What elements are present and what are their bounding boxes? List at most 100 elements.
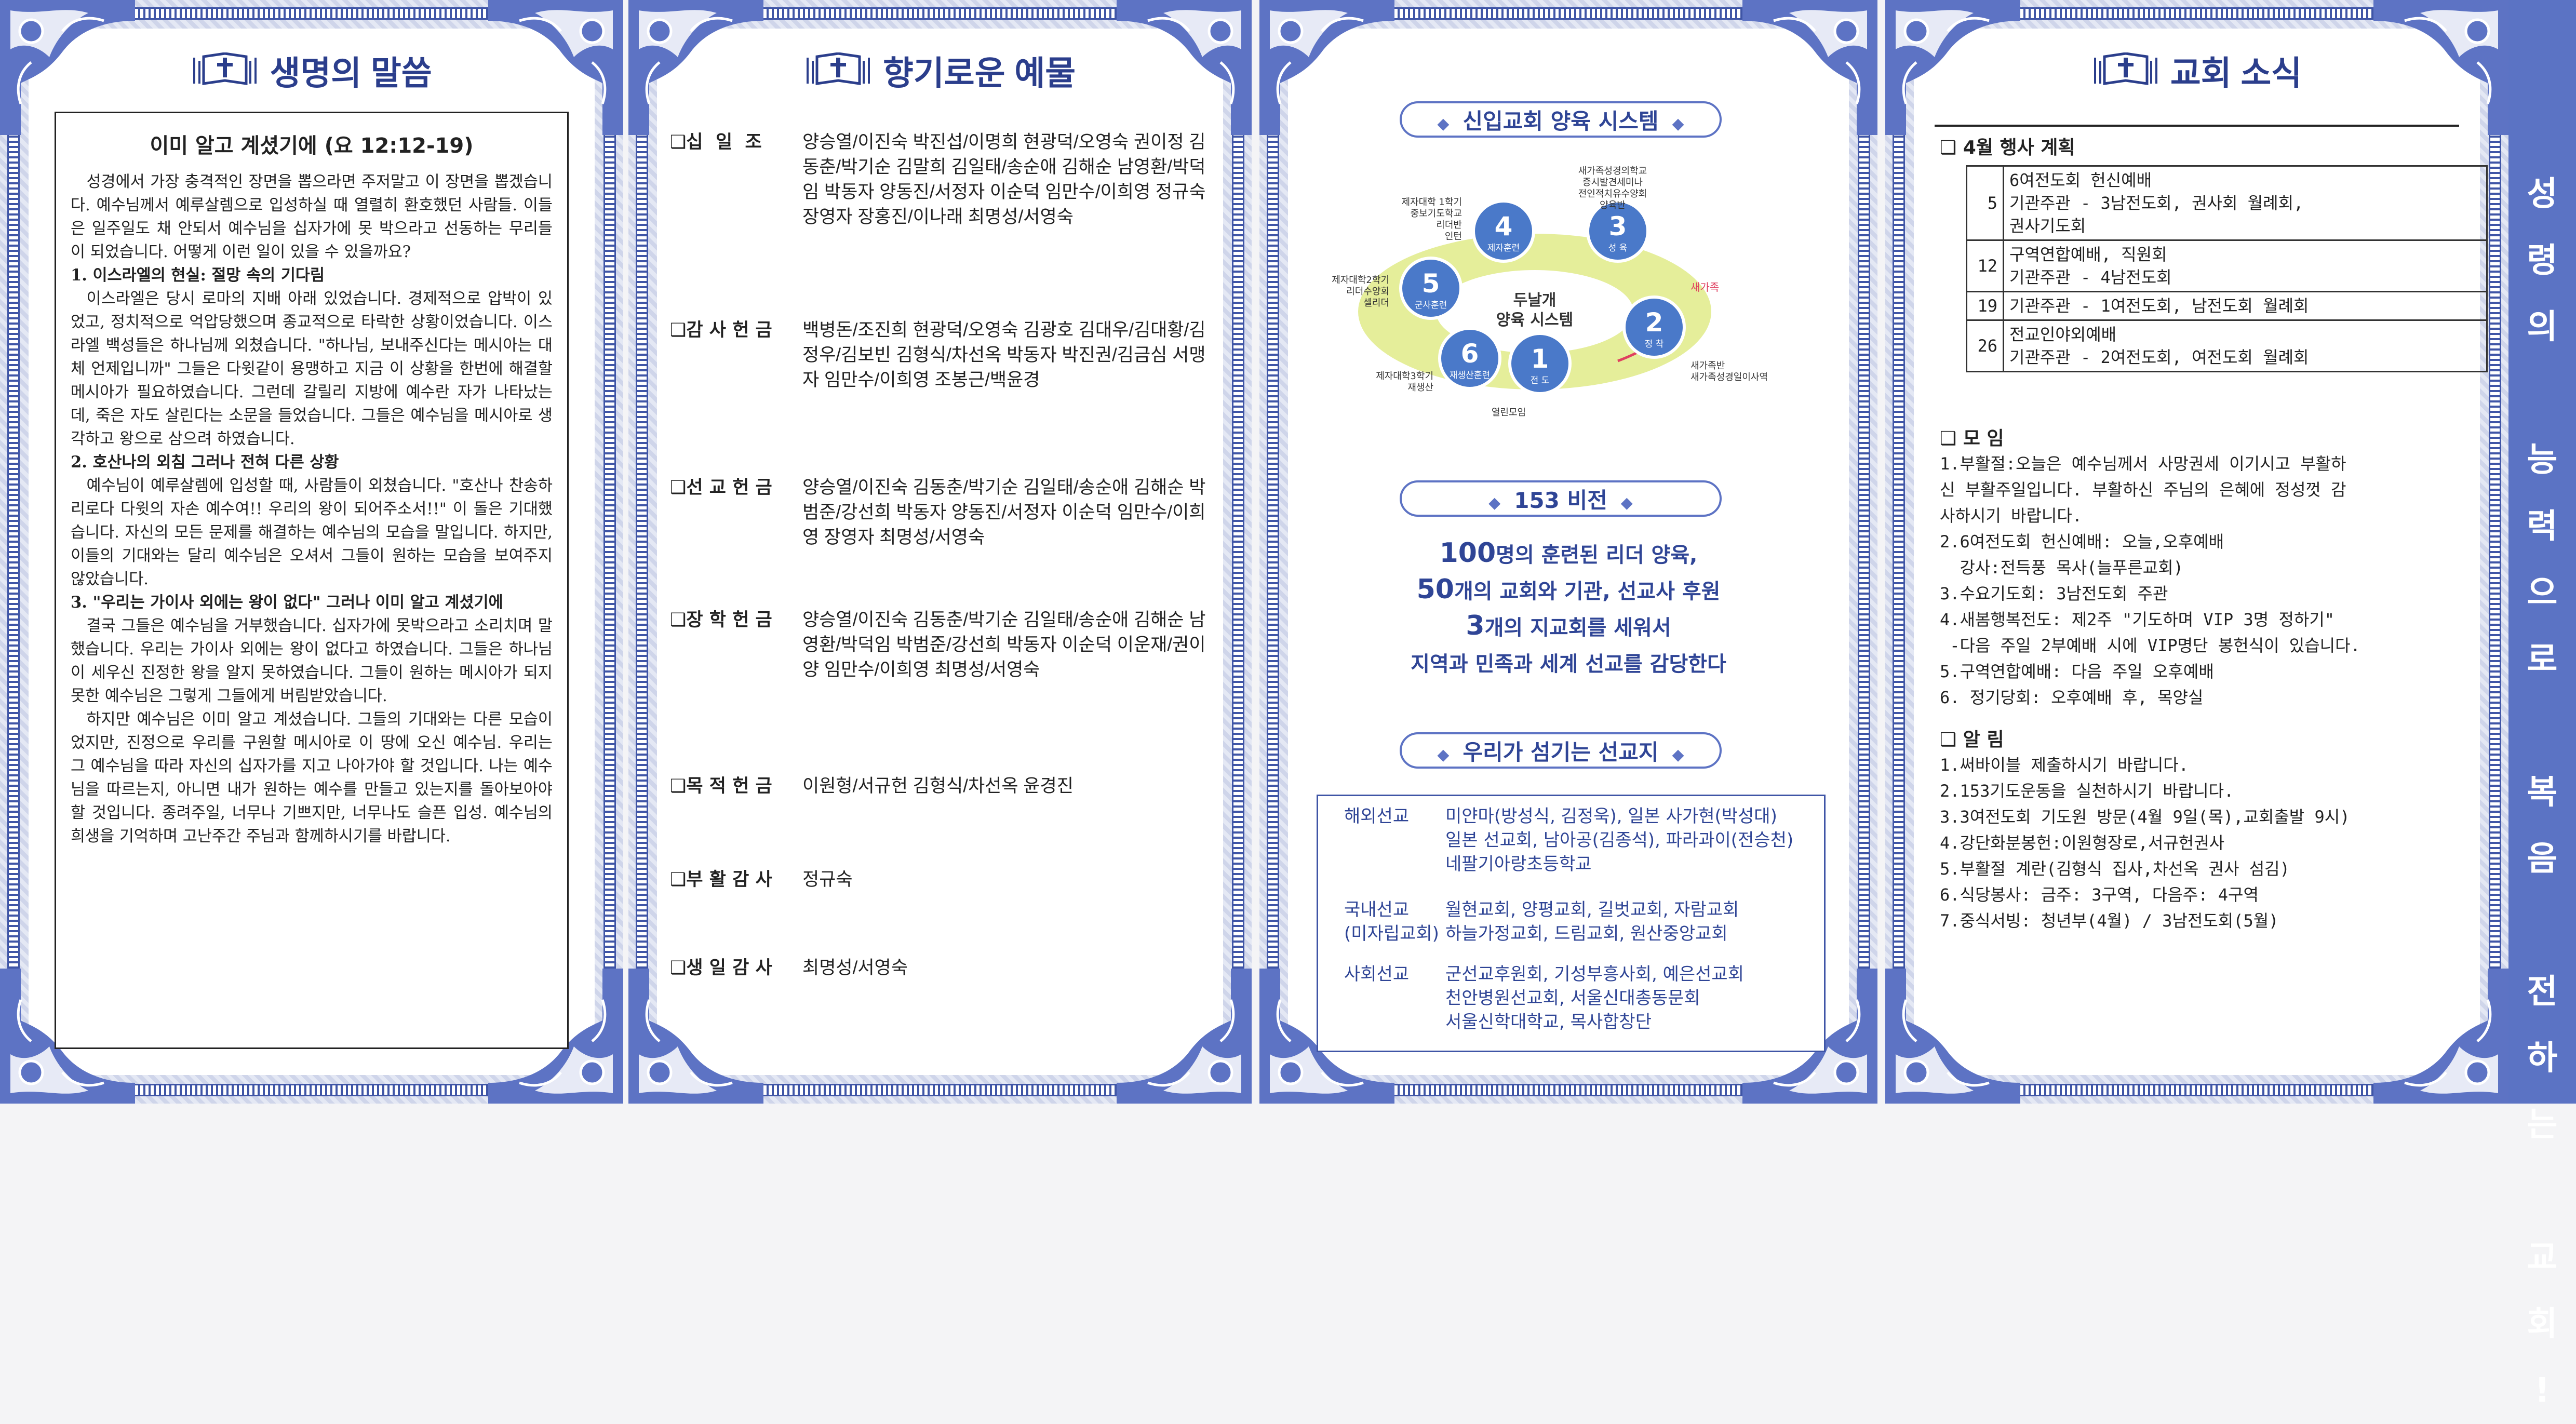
- vision-line: 100명의 훈련된 리더 양육,: [1439, 538, 1698, 569]
- frame-border-left: [7, 31, 20, 1072]
- frame-border-right: [2489, 31, 2501, 1072]
- step-description: 열린모임: [1492, 407, 1526, 418]
- event-day: 19: [1966, 291, 2004, 321]
- step-circle: [1438, 327, 1501, 390]
- event-text: 전교인야외예배 기관주관 - 2여전도회, 여전도회 월례회: [2003, 319, 2488, 372]
- step-description: 새가족성경일이사역: [1691, 372, 1768, 383]
- offering-group: ❑선 교 헌 금 양승열/이진숙 김동춘/박기순 김일태/송순애 김해순 박범준…: [670, 475, 1220, 550]
- offering-names: 최명성/서영숙: [802, 958, 908, 978]
- center-label-line: 양육 시스템: [1496, 311, 1573, 329]
- section-title: 생명의 말씀: [270, 55, 432, 92]
- step-number: 3: [1609, 211, 1627, 241]
- step-number: 2: [1645, 307, 1663, 338]
- step-description: 제자대학3학기: [1376, 371, 1433, 382]
- frame-border-right: [603, 31, 616, 1072]
- slogan-strip: 성 령 의 능 력 으 로 복 음 전 하 는 교 회 !: [2508, 0, 2576, 1410]
- diamond-icon: ◆: [1672, 115, 1684, 133]
- corner-ornament-icon: [628, 969, 763, 1104]
- step-number: 6: [1461, 339, 1479, 369]
- vision-line: 지역과 민족과 세계 선교를 감당한다: [1411, 652, 1726, 676]
- missions-box: 해외선교 미얀마(방성식, 김정욱), 일본 사가현(박성대) 일본 선교회, …: [1317, 795, 1826, 1052]
- divider: [1935, 125, 2459, 127]
- corner-ornament-icon: [2373, 969, 2508, 1104]
- offering-names: 양승열/이진숙 박진섭/이명희 현광덕/오영숙 권이정 김동춘/박기순 김말희 …: [802, 132, 1206, 227]
- offering-names: 백병돈/조진희 현광덕/오영숙 김광호 김대우/김대황/김정우/김보빈 김형식/…: [802, 320, 1206, 390]
- event-text: 6여전도회 헌신예배 기관주관 - 3남전도회, 권사회 월례회, 권사기도회: [2003, 165, 2488, 241]
- sermon-paragraph: 결국 그들은 예수님을 거부했습니다. 십자가에 못박으라고 소리치며 말했습니…: [71, 617, 553, 705]
- step-circle: [1586, 199, 1649, 263]
- sermon-paragraph: 하지만 예수님은 이미 알고 계셨습니다. 그들의 기대와는 다른 모습이었지만…: [71, 710, 553, 845]
- offering-group: ❑십 일 조 양승열/이진숙 박진섭/이명희 현광덕/오영숙 권이정 김동춘/박…: [670, 130, 1220, 230]
- offering-group: ❑감 사 헌 금 백병돈/조진희 현광덕/오영숙 김광호 김대우/김대황/김정우…: [670, 318, 1220, 393]
- sermon-title: 이미 알고 계셨기에 (요 12:12-19): [150, 134, 474, 158]
- list-item: 강사:전득풍 목사(늘푸른교회): [1940, 558, 2183, 577]
- list-item: 6.식당봉사: 금주: 3구역, 다음주: 4구역: [1940, 885, 2259, 905]
- mission-list: 미얀마(방성식, 김정욱), 일본 사가현(박성대) 일본 선교회, 남아공(김…: [1445, 806, 1794, 875]
- event-text: 구역연합예배, 직원회 기관주관 - 4남전도회: [2003, 239, 2488, 292]
- section-title: 향기로운 예물: [883, 55, 1076, 92]
- center-label-line: 두날개: [1513, 291, 1557, 310]
- step-name: 군사훈련: [1415, 300, 1447, 311]
- list-item: 5.부활절 계란(김형식 집사,차선옥 권사 섬김): [1940, 859, 2290, 879]
- frame-border-left: [1893, 31, 1905, 1072]
- offering-label: ❑감 사 헌 금: [670, 320, 772, 341]
- step-description: 셀리더: [1363, 298, 1389, 308]
- offering-panel: 향기로운 예물 ❑십 일 조 양승열/이진숙 박진섭/이명희 현광덕/오영숙 권…: [628, 0, 1252, 1104]
- system-title-pill: ◆ 신입교회 양육 시스템 ◆: [1400, 101, 1722, 138]
- diamond-icon: ◆: [1437, 115, 1450, 133]
- offering-label: ❑선 교 헌 금: [670, 477, 772, 498]
- step-description: 리더수양회: [1346, 286, 1389, 297]
- sermon-intro: 성경에서 가장 충격적인 장면을 뽑으라면 주저말고 이 장면을 뽑겠습니다. …: [71, 173, 553, 261]
- mission-category: 해외선교: [1344, 806, 1410, 827]
- step-name: 제자훈련: [1487, 243, 1520, 253]
- diamond-icon: ◆: [1488, 494, 1501, 512]
- sermon-subheading: 1. 이스라엘의 현실: 절망 속의 기다림: [71, 266, 325, 285]
- section-title: 교회 소식: [2170, 55, 2302, 92]
- slogan-text: 성 령 의 능 력 으 로 복 음 전 하 는 교 회 !: [2527, 175, 2558, 1410]
- step-name: 정 착: [1645, 339, 1664, 350]
- sermon-paragraph: 예수님이 예루살렘에 입성할 때, 사람들이 외쳤습니다. "호산나 찬송하리로…: [71, 477, 553, 588]
- sermon-subheading: 2. 호산나의 외침 그러나 전혀 다른 상황: [71, 453, 339, 472]
- mission-category: 국내선교 (미자립교회): [1344, 899, 1439, 944]
- step-description: 중보기도학교: [1411, 208, 1462, 219]
- event-text: 기관주관 - 1여전도회, 남전도회 월례회: [2003, 291, 2488, 321]
- list-item: 6. 정기당회: 오후예배 후, 목양실: [1940, 688, 2204, 707]
- diamond-icon: ◆: [1672, 746, 1684, 764]
- offering-group: ❑목 적 헌 금 이원형/서규헌 김형식/차선옥 윤경진: [670, 774, 1220, 799]
- step-description: 재생산: [1407, 382, 1433, 393]
- list-item: 사하시기 바랍니다.: [1940, 506, 2083, 526]
- step-description: 새가족반: [1691, 360, 1725, 371]
- step-description: 인턴: [1445, 231, 1462, 242]
- step-description: 제자대학 1학기: [1401, 197, 1462, 208]
- offering-names: 정규숙: [802, 869, 853, 890]
- offering-names: 이원형/서규헌 김형식/차선옥 윤경진: [802, 776, 1074, 796]
- mission-list: 군선교후원회, 기성부흥사회, 예은선교회 천안병원선교회, 서울신대총동문회 …: [1445, 964, 1744, 1032]
- frame-border-left: [636, 31, 648, 1072]
- step-description: 새가족성경의학교: [1578, 166, 1647, 177]
- offering-names: 양승열/이진숙 김동춘/박기순 김일태/송순애 김해순 남영환/박덕임 박범준/…: [802, 610, 1206, 680]
- diamond-icon: ◆: [1437, 746, 1450, 764]
- cross-book-icon: [191, 52, 259, 89]
- step-number: 5: [1422, 268, 1440, 299]
- event-day: 12: [1966, 239, 2004, 292]
- list-item: 1.부활절:오늘은 예수님께서 사망권세 이기시고 부활하: [1940, 454, 2346, 474]
- notices-title: ❑ 알 림: [1940, 729, 2004, 750]
- list-item: -다음 주일 2부예배 시에 VIP명단 봉헌식이 있습니다.: [1940, 636, 2360, 655]
- cross-book-icon: [804, 52, 872, 89]
- list-item: 4.강단화분봉헌:이원형장로,서규헌권사: [1940, 833, 2225, 853]
- list-item: 7.중식서빙: 청년부(4월) / 3남전도회(5월): [1940, 911, 2279, 931]
- corner-ornament-icon: [1885, 969, 2020, 1104]
- system-title: 신입교회 양육 시스템: [1463, 109, 1659, 134]
- list-item: 5.구역연합예배: 다음 주일 오후예배: [1940, 662, 2214, 681]
- vision-line: 50개의 교회와 기관, 선교사 후원: [1416, 574, 1721, 605]
- missions-title-pill: ◆우리가 섬기는 선교지◆: [1400, 732, 1722, 769]
- newfamily-label: 새가족: [1691, 281, 1719, 293]
- step-circle: [1622, 295, 1686, 359]
- list-item: 4.새봄행복전도: 제2주 "기도하며 VIP 3명 정하기": [1940, 610, 2335, 629]
- frame-border-left: [1267, 31, 1279, 1072]
- vision-title: 153 비전: [1514, 488, 1607, 513]
- step-name: 재생산훈련: [1450, 370, 1490, 381]
